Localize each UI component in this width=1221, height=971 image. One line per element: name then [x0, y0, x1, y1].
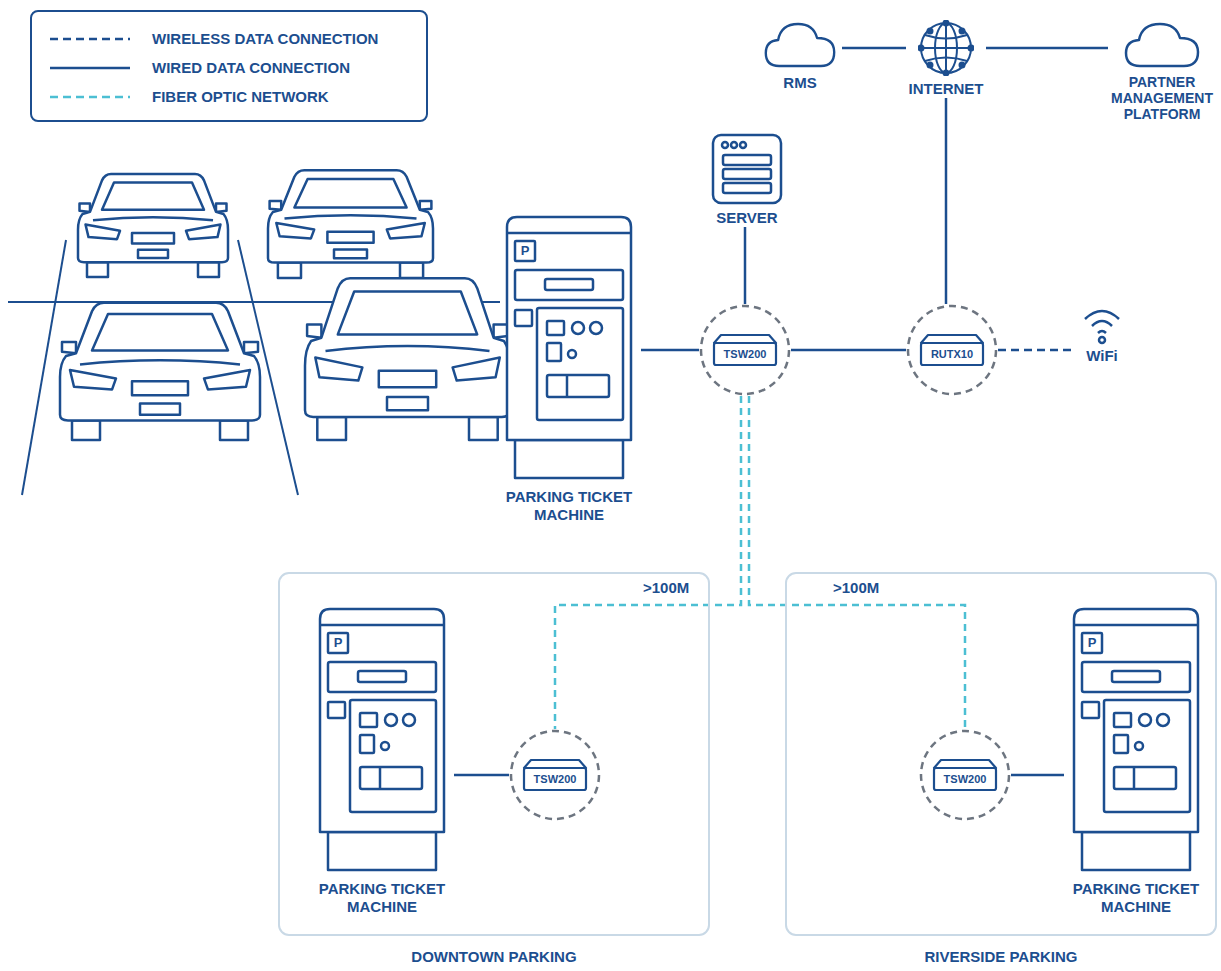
wired-connection — [791, 349, 906, 352]
legend-line-sample — [50, 65, 130, 71]
car-illustration — [305, 278, 510, 440]
legend-box: WIRELESS DATA CONNECTION WIRED DATA CONNE… — [30, 10, 428, 122]
legend-line-sample — [50, 36, 130, 42]
switch-node: TSW200 — [919, 729, 1011, 821]
distance-label: >100M — [831, 579, 881, 597]
wifi-label: WiFi — [1072, 347, 1132, 365]
cloud-icon — [762, 20, 838, 70]
device-name: TSW200 — [524, 768, 586, 790]
wired-connection — [641, 349, 699, 352]
cloud-node: PARTNER MANAGEMENT PLATFORM — [1108, 20, 1216, 122]
region-node: RIVERSIDE PARKING TSW200 P PARKING TICKET M… — [785, 572, 1217, 971]
wired-connection — [454, 774, 509, 777]
wired-connection — [1011, 774, 1064, 777]
device-name: RUTX10 — [921, 343, 983, 365]
internet-label: INTERNET — [906, 80, 986, 98]
region-node: DOWNTOWN PARKING P PARKING TICKET MACHINE T… — [278, 572, 710, 971]
machine-label: PARKING TICKET MACHINE — [504, 488, 635, 524]
machine-node: P PARKING TICKET MACHINE — [1064, 607, 1208, 916]
machine-node: P PARKING TICKET MACHINE — [497, 215, 641, 524]
parking-sign: P — [515, 241, 535, 261]
legend-text: FIBER OPTIC NETWORK — [152, 88, 329, 105]
cloud-icon — [1122, 20, 1202, 70]
legend-row: WIRELESS DATA CONNECTION — [50, 24, 408, 53]
machine-node: P PARKING TICKET MACHINE — [310, 607, 454, 916]
server-label: SERVER — [700, 209, 794, 227]
parking-sign: P — [1082, 633, 1102, 653]
switch-node: RUTX10 — [906, 304, 998, 396]
parking-sign: P — [328, 633, 348, 653]
wired-connection — [842, 47, 906, 50]
legend-text: WIRELESS DATA CONNECTION — [152, 30, 378, 47]
wifi-node: WiFi — [1072, 305, 1132, 365]
switch-node: TSW200 — [509, 729, 601, 821]
legend-row: WIRED DATA CONNECTION — [50, 53, 408, 82]
distance-label: >100M — [641, 579, 691, 597]
wired-connection — [945, 98, 948, 304]
machine-label: PARKING TICKET MACHINE — [317, 880, 448, 916]
device-name: TSW200 — [714, 343, 776, 365]
wired-connection — [986, 47, 1108, 50]
cloud-label: PARTNER MANAGEMENT PLATFORM — [1108, 74, 1216, 122]
wired-connection — [744, 227, 747, 304]
server-icon — [711, 133, 783, 205]
switch-node: TSW200 — [699, 304, 791, 396]
car-illustration — [268, 170, 433, 278]
car-illustration — [60, 303, 260, 440]
wifi-icon — [1077, 305, 1127, 345]
globe-node: INTERNET — [906, 20, 986, 98]
parking-area-name: DOWNTOWN PARKING — [278, 948, 710, 966]
fiber-connection — [749, 396, 965, 729]
legend-line-sample — [50, 94, 130, 100]
car-illustration — [78, 174, 228, 277]
server-node: SERVER — [700, 133, 794, 227]
parking-area-name: RIVERSIDE PARKING — [785, 948, 1217, 966]
wireless-connection — [998, 349, 1072, 352]
device-name: TSW200 — [934, 768, 996, 790]
machine-label: PARKING TICKET MACHINE — [1071, 880, 1202, 916]
cloud-node: RMS — [758, 20, 842, 92]
globe-icon — [918, 20, 974, 76]
cloud-label: RMS — [758, 74, 842, 92]
legend-row: FIBER OPTIC NETWORK — [50, 82, 408, 111]
legend-text: WIRED DATA CONNECTION — [152, 59, 350, 76]
